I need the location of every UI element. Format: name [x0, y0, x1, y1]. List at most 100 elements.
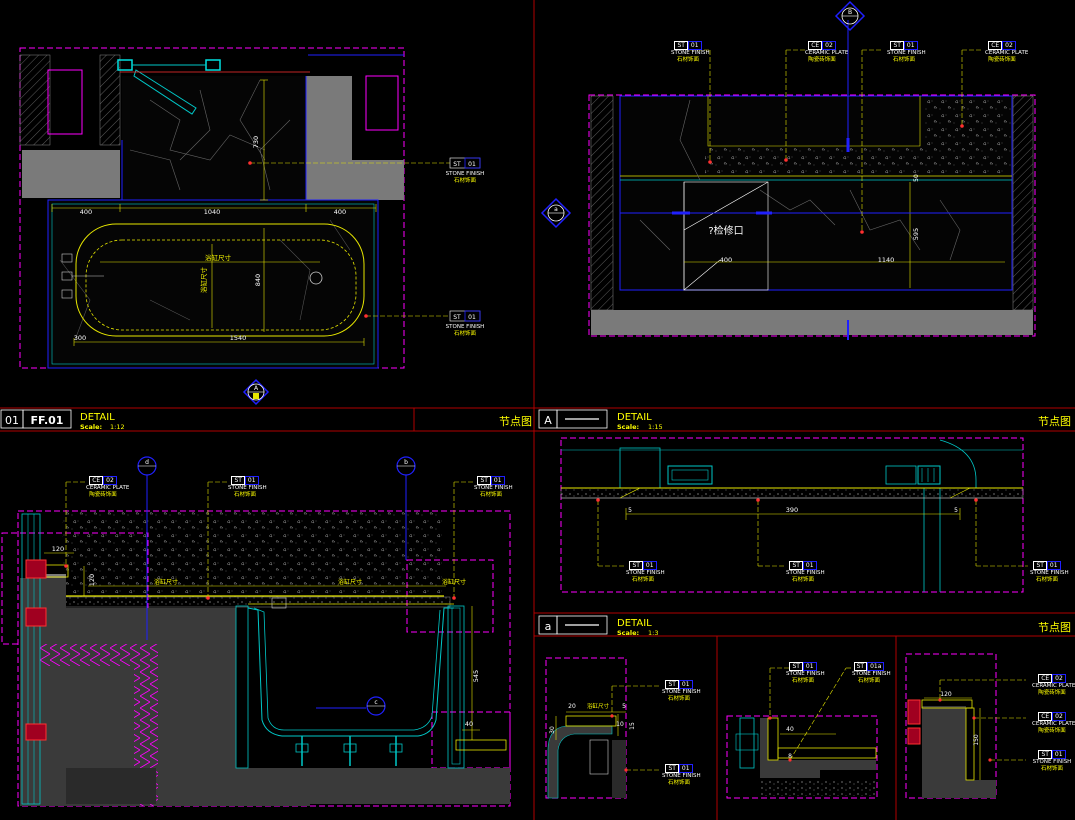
title-detail: DETAIL	[617, 618, 652, 629]
marker-label: a	[554, 206, 558, 213]
callout-num: 01	[678, 680, 693, 689]
callout-line1: STONE FINISH	[1032, 759, 1072, 765]
callout-code: ST	[789, 561, 803, 570]
dim-120: 120	[52, 545, 64, 553]
callout-code: ST	[231, 476, 245, 485]
callout-line2: 石材饰面	[1040, 766, 1063, 772]
tub-size-label: 浴缸尺寸	[205, 253, 232, 262]
marker-label: d	[145, 459, 149, 466]
callout-line2: 石材饰面	[667, 780, 690, 786]
callout-num: 01	[903, 41, 918, 50]
elevation-marker-a: a	[540, 197, 572, 229]
callout-code: ST	[665, 680, 679, 689]
title-detail: DETAIL	[617, 412, 652, 423]
access-panel-label: ?检修口	[708, 224, 743, 237]
dim-15: 15	[629, 722, 636, 730]
bathtub-inner	[85, 239, 357, 331]
callout-line2: 石材饰面	[479, 492, 502, 498]
dim-300: 300	[74, 334, 86, 342]
detail-3: 120 150	[905, 653, 1026, 799]
callout-num: 01	[1051, 750, 1066, 759]
dim-40: 40	[465, 720, 473, 728]
title-num: a	[545, 620, 552, 633]
title-num: 01	[5, 414, 19, 427]
dim-400: 400	[720, 256, 732, 264]
callout-num: 01	[642, 561, 657, 570]
title-scale: 1:3	[648, 629, 658, 637]
callout-code: CE	[89, 476, 104, 485]
dim-1040: 1040	[204, 208, 221, 216]
callout-line1: STONE FINISH	[852, 671, 891, 677]
callout-code: ST	[853, 662, 868, 671]
title-code: FF.01	[31, 414, 64, 427]
tub-label-b: 浴缸尺寸	[338, 578, 362, 586]
dim-5-right: 5	[954, 507, 958, 514]
callout-code: ST	[890, 41, 904, 50]
marker-label: B	[848, 9, 852, 16]
plan-callout-bottom: ST 01 STONE FINISH 石材饰面	[446, 310, 485, 337]
dim-10: 10	[616, 721, 624, 728]
callout-line1: STONE FINISH	[662, 773, 701, 779]
title-scale-label: Scale:	[617, 423, 639, 431]
drain-icon	[309, 271, 323, 285]
callout-line2: 石材饰面	[454, 176, 477, 184]
section-marker-A: A	[242, 378, 270, 406]
dim-730: 730	[252, 136, 260, 148]
callout-code: ST	[1038, 750, 1052, 759]
callout-line1: STONE FINISH	[446, 324, 485, 330]
callout-line1: STONE FINISH	[1030, 570, 1069, 576]
callout-line1: STONE FINISH	[786, 671, 825, 677]
callout-line2: 陶瓷砖饰面	[1038, 690, 1066, 696]
section-a-view: 5 390 5	[560, 437, 1028, 593]
callout-line2: 陶瓷砖饰面	[89, 492, 117, 498]
callout-num: 02	[1002, 41, 1016, 50]
dim-20: 20	[568, 703, 576, 710]
callout-num: 01	[802, 662, 817, 671]
tub-size-label-vertical: 浴缸尺寸	[199, 267, 208, 294]
callout-line2: 石材饰面	[892, 57, 915, 63]
callout-line2: 石材饰面	[233, 492, 256, 498]
callout-line2: 陶瓷砖饰面	[808, 57, 836, 63]
callout-line1: STONE FINISH	[662, 689, 701, 695]
callout-num: 01	[687, 41, 702, 50]
title-scale: 1:12	[110, 423, 125, 431]
dim-120: 120	[940, 691, 952, 698]
callout-code: CE	[808, 41, 823, 50]
callout-line2: 陶瓷砖饰面	[1038, 728, 1066, 734]
detail-2: 40 8	[726, 667, 878, 799]
callout-line1: STONE FINISH	[671, 50, 710, 56]
callout-line1: CERAMIC PLATE	[985, 50, 1029, 56]
callout-num: 01	[468, 161, 476, 168]
callout-code: ST	[453, 161, 461, 168]
detail-1: 20 浴缸尺寸 5 30 10 15	[545, 657, 660, 799]
callout-code: ST	[1033, 561, 1047, 570]
dim-120-vertical: 120	[88, 574, 96, 586]
dim-1140: 1140	[878, 256, 895, 264]
title-cn: 节点图	[1038, 621, 1071, 634]
dim-5: 5	[622, 703, 626, 710]
title-cn: 节点图	[499, 415, 532, 428]
callout-num: 01	[244, 476, 259, 485]
callout-code: ST	[789, 662, 803, 671]
callout-line2: 石材饰面	[676, 57, 699, 63]
marker-b: b	[396, 456, 416, 476]
callout-num: 01	[802, 561, 817, 570]
marker-label: b	[404, 459, 408, 466]
callout-code: CE	[988, 41, 1003, 50]
dim-40: 40	[786, 726, 794, 733]
dim-8: 8	[788, 753, 792, 760]
callout-line1: STONE FINISH	[786, 570, 825, 576]
dim-5-left: 5	[628, 507, 632, 514]
title-cn: 节点图	[1038, 415, 1071, 428]
callout-line2: 陶瓷砖饰面	[988, 57, 1016, 63]
